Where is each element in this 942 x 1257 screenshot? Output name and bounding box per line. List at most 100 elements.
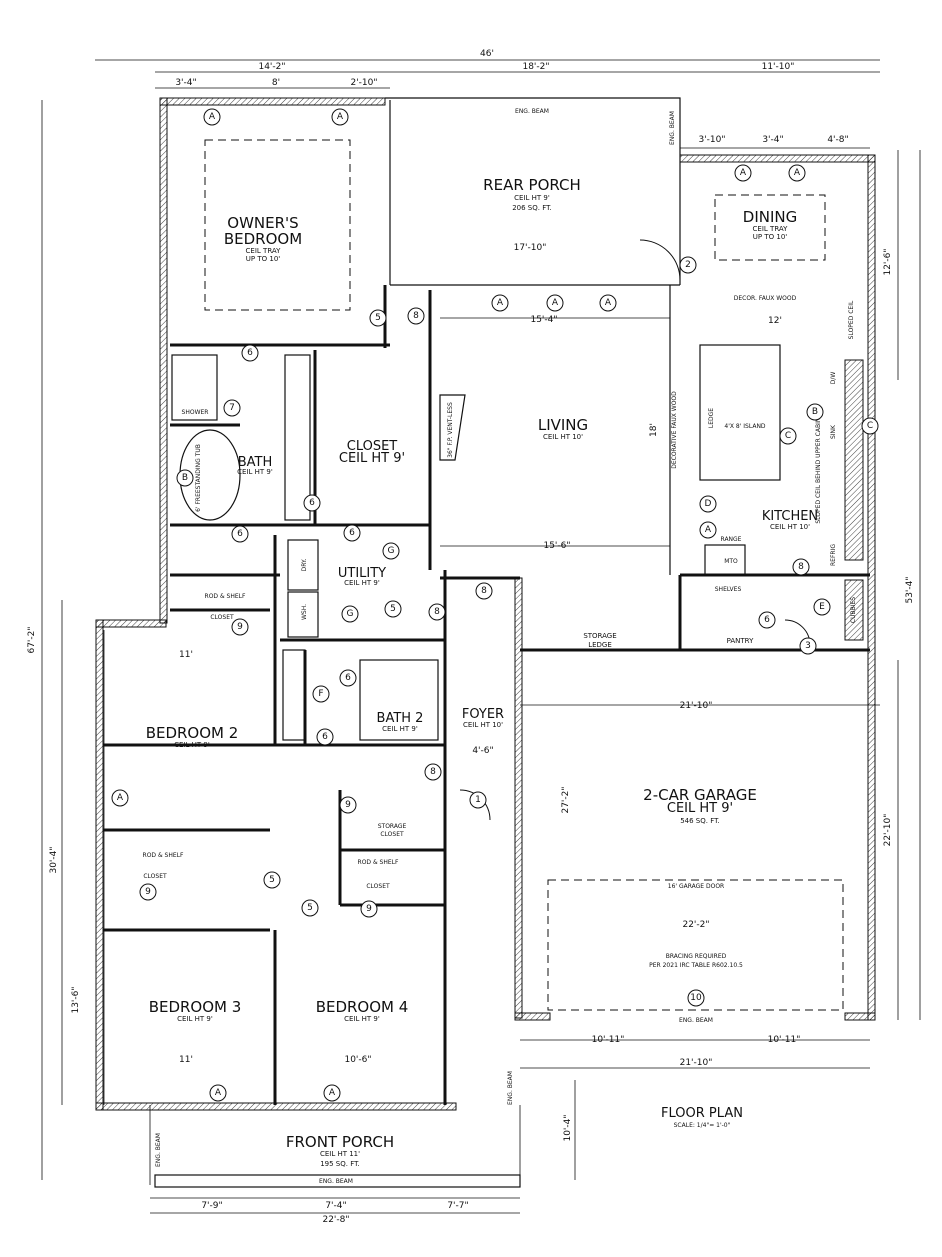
- tag-marker: A: [209, 1084, 227, 1102]
- tag-circle: [316, 728, 334, 746]
- tag-circle: [360, 900, 378, 918]
- dryer: [287, 539, 319, 591]
- bedroom4-ceil: CEIL HT 9': [344, 1015, 380, 1023]
- exterior-walls: [95, 97, 876, 1111]
- tag-circle: [407, 307, 425, 325]
- dim-top-sub-a: 3'-4": [175, 78, 196, 88]
- tag-circle: [779, 427, 797, 445]
- tag-marker: 6: [316, 728, 334, 746]
- tag-label: 8: [413, 311, 419, 321]
- tag-label: G: [347, 609, 354, 619]
- tag-label: A: [337, 112, 344, 122]
- tag-circle: [111, 789, 129, 807]
- room-living: LIVING: [538, 416, 588, 434]
- tag-circle: [231, 618, 249, 636]
- bedroom3-ceil: CEIL HT 9': [177, 1015, 213, 1023]
- tag-marker: G: [341, 605, 359, 623]
- room-owners-bedroom-l2: BEDROOM: [224, 230, 302, 248]
- room-owners-bedroom-l1: OWNER'S: [227, 214, 298, 232]
- tag-label: D: [705, 499, 712, 509]
- storage-ledge-l1: STORAGE: [583, 632, 616, 640]
- dim-right-overall: 53'-4": [905, 576, 915, 603]
- dining-ceil: CEIL TRAY: [753, 225, 789, 233]
- tag-circle: [301, 899, 319, 917]
- tag-marker: A: [699, 521, 717, 539]
- dw-label: D/W: [830, 372, 837, 385]
- living-ceil: CEIL HT 10': [543, 433, 583, 441]
- dimension-labels: 46' 14'-2" 18'-2" 11'-10" 3'-4" 8' 2'-10…: [27, 49, 915, 1225]
- tag-label: 6: [237, 529, 243, 539]
- tag-marker: 6: [303, 494, 321, 512]
- tag-label: 9: [345, 800, 351, 810]
- storage-ledge-l2: LEDGE: [588, 641, 612, 649]
- tag-circle: [203, 108, 221, 126]
- room-foyer: FOYER: [462, 707, 504, 722]
- tag-marker: A: [203, 108, 221, 126]
- tag-label: 5: [390, 604, 396, 614]
- door-swing: [639, 239, 681, 281]
- tag-circle: [699, 495, 717, 513]
- storage-closet-l2: CLOSET: [380, 831, 404, 838]
- kitchen-counter: [844, 359, 864, 561]
- closet-ceil: CEIL HT 9': [339, 451, 405, 466]
- room-front-porch: FRONT PORCH: [286, 1133, 394, 1151]
- dim-kitchen-width: 12': [768, 316, 782, 326]
- room-bedroom-4: BEDROOM 4: [316, 998, 409, 1016]
- dim-br2-width: 11': [179, 650, 193, 660]
- shower-stall: [171, 354, 218, 421]
- dim-br3-width: 11': [179, 1055, 193, 1065]
- tag-marker: A: [599, 294, 617, 312]
- tag-circle: [491, 294, 509, 312]
- tag-circle: [209, 1084, 227, 1102]
- fireplace: [439, 394, 466, 461]
- tag-marker: D: [699, 495, 717, 513]
- rod-shelf-3: ROD & SHELF: [358, 859, 399, 866]
- tag-marker: A: [788, 164, 806, 182]
- tag-circle: [303, 494, 321, 512]
- tag-marker: 5: [369, 309, 387, 327]
- room-closet: CLOSET: [347, 439, 398, 454]
- decorative-faux-wood: DECORATIVE FAUX WOOD: [671, 391, 678, 469]
- tag-label: A: [605, 298, 612, 308]
- tag-label: 3: [805, 641, 811, 651]
- interior-walls: [103, 97, 870, 1105]
- rod-shelf-2: ROD & SHELF: [143, 852, 184, 859]
- tag-marker: 9: [231, 618, 249, 636]
- tag-label: A: [497, 298, 504, 308]
- dim-garage-half-left: 10'-11": [592, 1035, 625, 1045]
- tag-label: 8: [798, 562, 804, 572]
- tag-marker: G: [382, 542, 400, 560]
- tag-marker: A: [734, 164, 752, 182]
- tag-label: 8: [430, 767, 436, 777]
- front-porch-ceil: CEIL HT 11': [320, 1150, 360, 1158]
- tag-circle: [343, 524, 361, 542]
- tag-marker: A: [331, 108, 349, 126]
- tag-marker: 9: [360, 900, 378, 918]
- shower-label: SHOWER: [182, 409, 209, 416]
- tag-label: A: [740, 168, 747, 178]
- tag-marker: F: [312, 685, 330, 703]
- tag-circle: [241, 344, 259, 362]
- tag-marker: 6: [758, 611, 776, 629]
- dim-bottom-a: 7'-9": [201, 1201, 222, 1211]
- dim-garage-width-top: 21'-10": [680, 701, 713, 711]
- tag-marker: 7: [223, 399, 241, 417]
- tag-marker: 8: [475, 582, 493, 600]
- tag-circle: [384, 600, 402, 618]
- porch-eng-beam: ENG. BEAM: [155, 1133, 162, 1167]
- dim-bottom-b: 7'-4": [325, 1201, 346, 1211]
- tag-marker: B: [806, 403, 824, 421]
- tag-label: C: [785, 431, 791, 441]
- tag-circle: [687, 989, 705, 1007]
- tag-marker: 5: [301, 899, 319, 917]
- tag-circle: [861, 417, 879, 435]
- tag-circle: [424, 763, 442, 781]
- garage-eng-beam: ENG. BEAM: [679, 1017, 713, 1024]
- dim-garage-width2: 22'-2": [682, 920, 709, 930]
- tag-circle: [341, 605, 359, 623]
- tag-marker: 8: [428, 603, 446, 621]
- tag-circle: [369, 309, 387, 327]
- bath2-vanity: [282, 649, 306, 741]
